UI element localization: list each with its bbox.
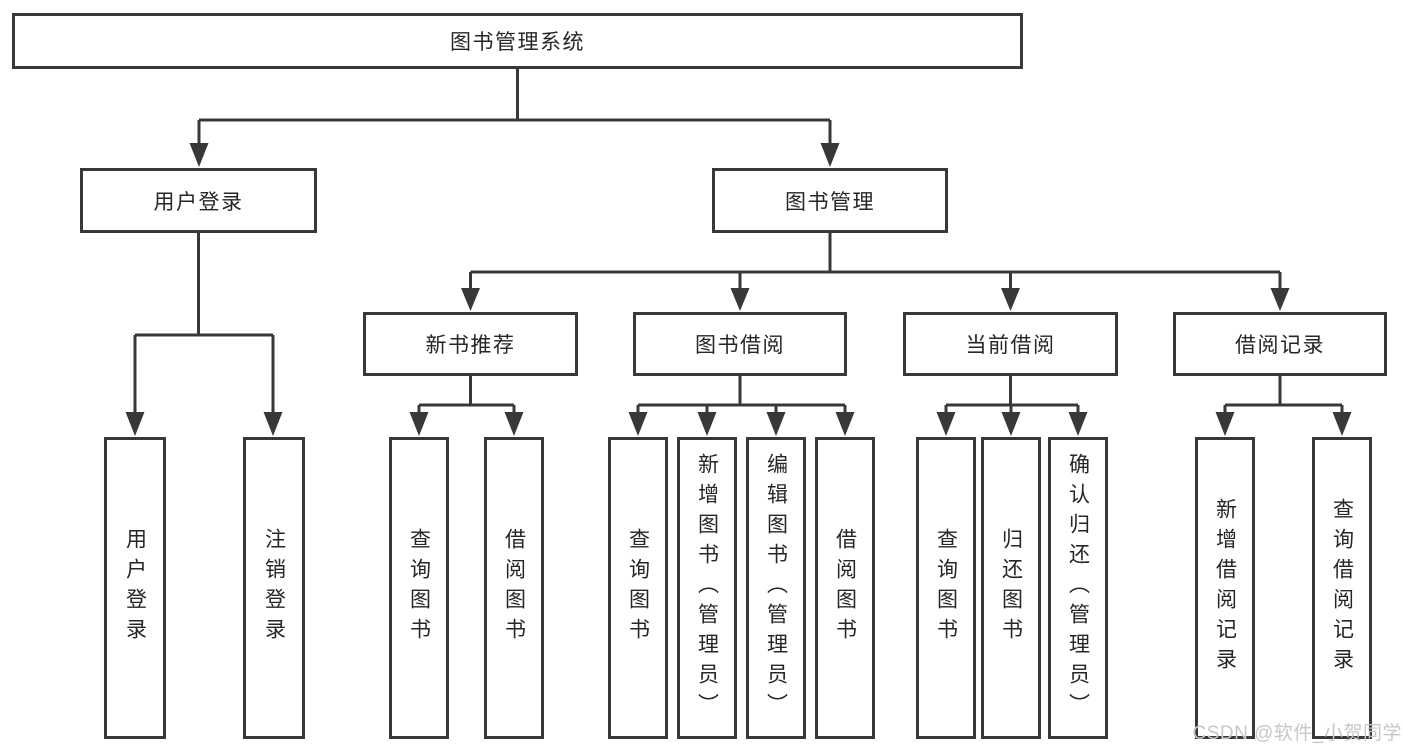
watermark-text: CSDN @软件_小贺同学 [1192, 723, 1402, 744]
leaf-query-borrow-record: 查询借阅记录 [1312, 437, 1372, 739]
leaf-query-books-borrowing: 查询图书 [608, 437, 668, 739]
leaf-confirm-return-admin-label: 确认归还（管理员） [1066, 453, 1090, 723]
leaf-add-books-admin: 新增图书（管理员） [677, 437, 737, 739]
leaf-borrow-books-recommend-label: 借阅图书 [502, 528, 526, 648]
node-book-management-label: 图书管理 [785, 190, 875, 214]
leaf-user-login-label: 用户登录 [123, 528, 147, 648]
node-new-book-recommendation: 新书推荐 [363, 312, 578, 376]
leaf-query-books-current: 查询图书 [916, 437, 976, 739]
node-new-book-recommendation-label: 新书推荐 [425, 334, 516, 357]
leaf-edit-books-admin: 编辑图书（管理员） [746, 437, 806, 739]
leaf-query-books-borrowing-label: 查询图书 [626, 528, 650, 648]
leaf-confirm-return-admin: 确认归还（管理员） [1048, 437, 1108, 739]
leaf-edit-books-admin-label: 编辑图书（管理员） [764, 453, 788, 723]
node-book-borrowing-label: 图书借阅 [695, 334, 785, 357]
leaf-borrow-books-borrowing: 借阅图书 [815, 437, 875, 739]
leaf-borrow-books-borrowing-label: 借阅图书 [833, 528, 857, 648]
node-user-login: 用户登录 [80, 168, 317, 233]
leaf-query-books-current-label: 查询图书 [934, 528, 958, 648]
node-borrowing-records: 借阅记录 [1173, 312, 1387, 376]
leaf-user-login: 用户登录 [104, 437, 166, 739]
node-root: 图书管理系统 [12, 13, 1023, 69]
leaf-borrow-books-recommend: 借阅图书 [484, 437, 544, 739]
node-borrowing-records-label: 借阅记录 [1235, 334, 1325, 357]
leaf-logout: 注销登录 [243, 437, 305, 739]
leaf-add-books-admin-label: 新增图书（管理员） [695, 453, 719, 723]
leaf-query-borrow-record-label: 查询借阅记录 [1330, 498, 1354, 678]
leaf-return-books-label: 归还图书 [999, 528, 1023, 648]
node-book-borrowing: 图书借阅 [633, 312, 847, 376]
leaf-logout-label: 注销登录 [262, 528, 286, 648]
node-user-login-label: 用户登录 [153, 190, 244, 214]
leaf-add-borrow-record: 新增借阅记录 [1195, 437, 1255, 739]
leaf-query-books-recommend: 查询图书 [389, 437, 449, 739]
node-current-borrowing: 当前借阅 [903, 312, 1118, 376]
node-current-borrowing-label: 当前借阅 [965, 334, 1056, 357]
node-book-management: 图书管理 [712, 168, 948, 233]
node-root-label: 图书管理系统 [450, 31, 585, 54]
arrowheads [125, 143, 1352, 436]
leaf-return-books: 归还图书 [981, 437, 1041, 739]
leaf-add-borrow-record-label: 新增借阅记录 [1213, 498, 1237, 678]
leaf-query-books-recommend-label: 查询图书 [407, 528, 431, 648]
